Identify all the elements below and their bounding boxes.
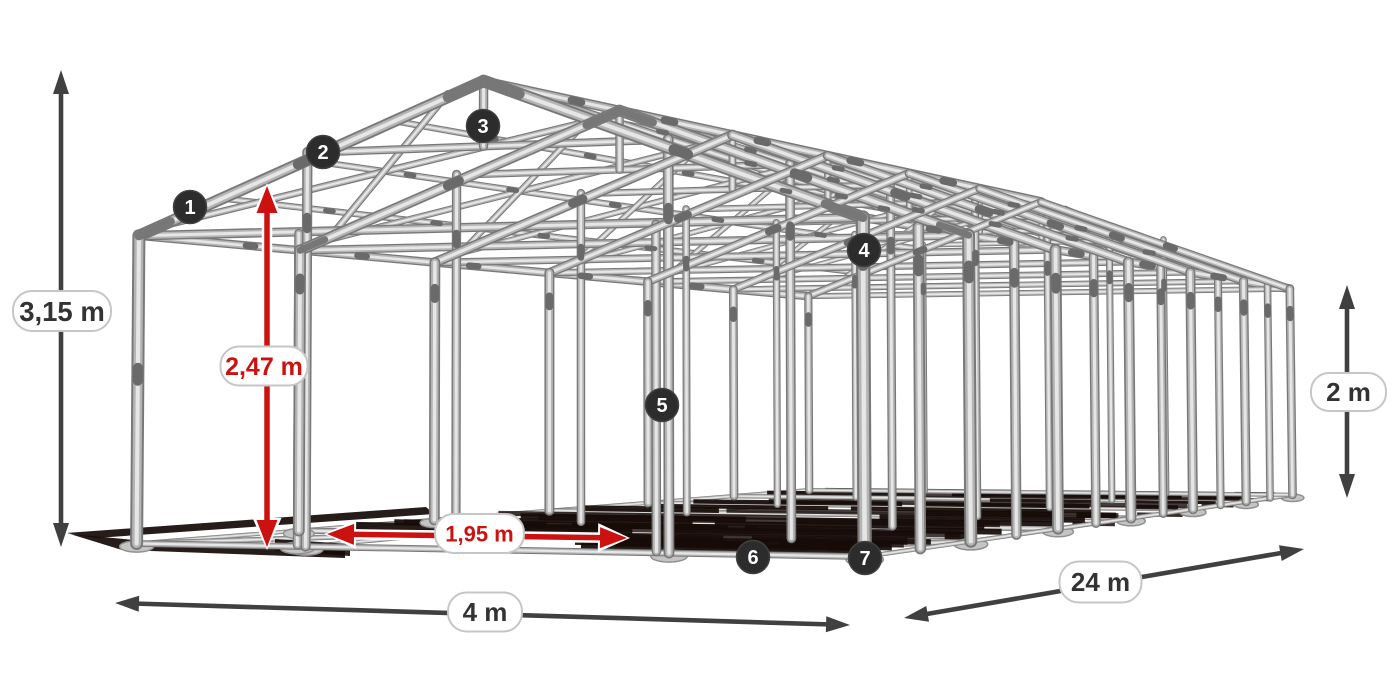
svg-text:5: 5 (656, 395, 667, 417)
svg-text:1: 1 (184, 197, 195, 219)
svg-text:7: 7 (859, 548, 870, 570)
svg-text:2: 2 (317, 142, 328, 164)
svg-text:4 m: 4 m (463, 597, 508, 627)
svg-text:3,15 m: 3,15 m (19, 296, 105, 327)
svg-text:2,47 m: 2,47 m (225, 353, 303, 381)
svg-text:2 m: 2 m (1326, 377, 1371, 407)
svg-text:1,95 m: 1,95 m (445, 521, 514, 546)
svg-text:4: 4 (858, 240, 870, 262)
svg-text:6: 6 (747, 547, 758, 569)
svg-text:24 m: 24 m (1071, 567, 1130, 597)
svg-text:3: 3 (477, 116, 488, 138)
